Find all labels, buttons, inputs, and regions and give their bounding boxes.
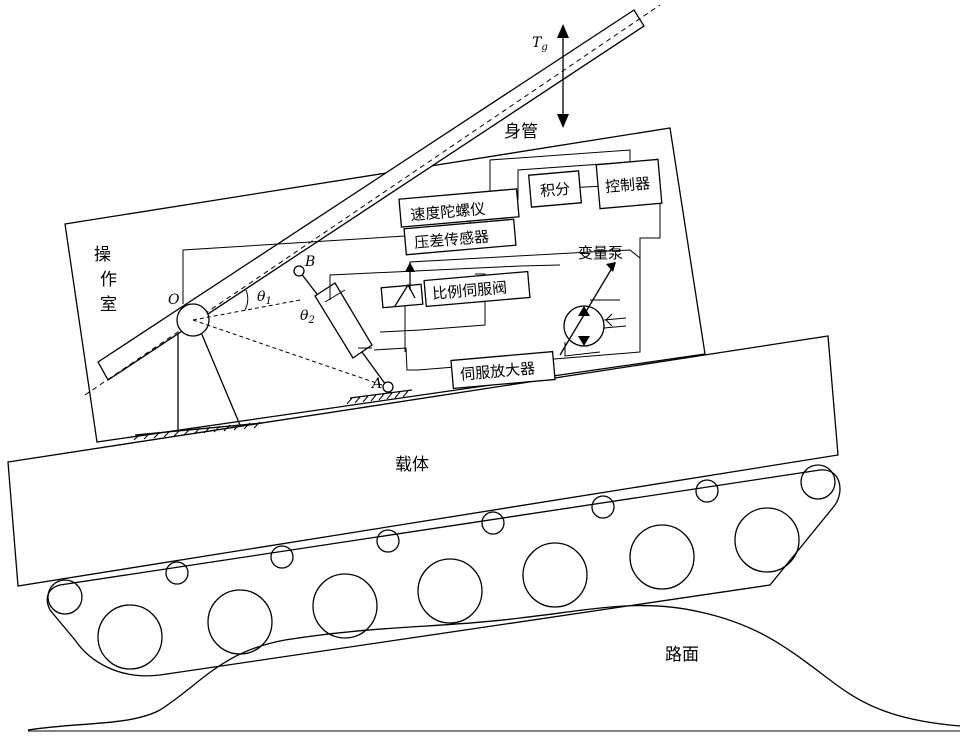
- road-surface: [28, 606, 960, 730]
- road-wheel-6: [630, 525, 694, 589]
- point-b-label: B: [304, 254, 315, 270]
- variable-pump-label: 变量泵: [578, 244, 623, 262]
- return-roller-4: [482, 512, 504, 534]
- point-a-label: A: [370, 376, 382, 392]
- cab-label-3: 室: [100, 295, 117, 315]
- road-wheel-7: [735, 508, 799, 572]
- torque-symbol: Tg: [532, 35, 548, 53]
- return-roller-5: [592, 496, 614, 518]
- return-roller-6: [696, 480, 718, 502]
- idler-wheel-front: [48, 580, 82, 614]
- return-roller-2: [271, 546, 293, 568]
- joint-a: [383, 382, 393, 392]
- barrel-label: 身管: [504, 122, 538, 142]
- road-wheel-3: [313, 574, 377, 638]
- pivot-o-label: O: [168, 292, 180, 308]
- joint-b: [294, 266, 304, 276]
- road-wheel-4: [418, 559, 482, 623]
- road-wheel-2: [208, 590, 272, 654]
- carrier-label: 载体: [395, 455, 429, 475]
- cab-label-1: 操: [94, 245, 111, 265]
- road-wheel-5: [523, 543, 587, 607]
- road-wheel-1: [98, 605, 162, 669]
- road-label: 路面: [665, 645, 699, 665]
- integral-label: 积分: [539, 180, 570, 201]
- cab-label-2: 作: [100, 270, 117, 290]
- return-roller-1: [166, 562, 188, 584]
- return-roller-3: [377, 530, 399, 552]
